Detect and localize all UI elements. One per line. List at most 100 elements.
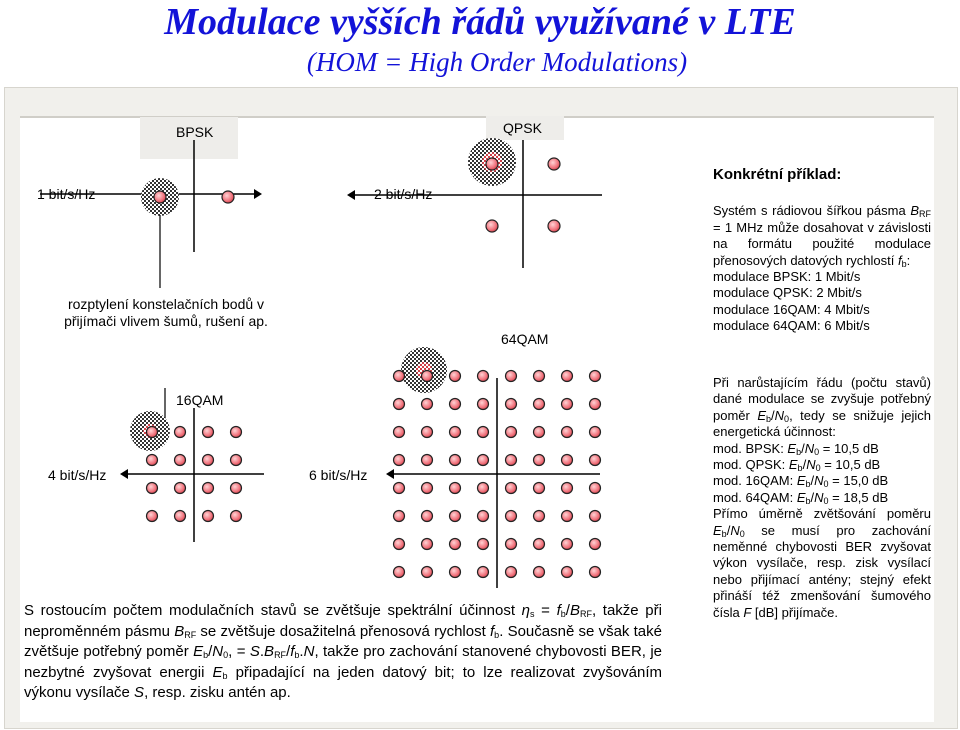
qam64-point bbox=[420, 509, 434, 523]
content-area bbox=[20, 118, 934, 722]
qam64-point bbox=[420, 565, 434, 579]
qam16-rate: 4 bit/s/Hz bbox=[48, 467, 107, 483]
qpsk-point bbox=[485, 157, 499, 171]
qam64-point bbox=[420, 453, 434, 467]
noise-note-line1: rozptylení konstelačních bodů v bbox=[67, 296, 265, 312]
qam64-point bbox=[392, 453, 406, 467]
qam64-point bbox=[560, 453, 574, 467]
qam16-point bbox=[229, 509, 243, 523]
rate-bpsk: modulace BPSK: 1 Mbit/s bbox=[713, 269, 861, 285]
rate-16qam: modulace 16QAM: 4 Mbit/s bbox=[713, 301, 870, 317]
qam16-point bbox=[201, 453, 215, 467]
qpsk-point bbox=[485, 219, 499, 233]
panel-top-shadow bbox=[20, 116, 934, 118]
example-box: Konkrétní příklad: Systém s rádiovou šíř… bbox=[713, 166, 931, 335]
qam64-point bbox=[560, 397, 574, 411]
qam64-point bbox=[392, 481, 406, 495]
bpsk-point bbox=[153, 190, 167, 204]
qam64-point bbox=[448, 369, 462, 383]
ebn0-bpsk: mod. BPSK: Eb/N0 = 10,5 dB bbox=[713, 440, 879, 457]
qam16-point bbox=[145, 509, 159, 523]
qam64-point bbox=[392, 509, 406, 523]
qam64-point bbox=[504, 397, 518, 411]
qam64-point bbox=[532, 565, 546, 579]
example-text: Systém s rádiovou šířkou pásma BRF = 1 M… bbox=[713, 203, 931, 269]
qam64-rate: 6 bit/s/Hz bbox=[309, 467, 368, 483]
qam64-point bbox=[532, 369, 546, 383]
qam64-point bbox=[532, 453, 546, 467]
rate-qpsk: modulace QPSK: 2 Mbit/s bbox=[713, 285, 862, 301]
energy-intro: Při narůstajícím řádu (počtu stavů) dané… bbox=[713, 375, 932, 440]
qam16-axis-arrow bbox=[120, 469, 128, 479]
qam16-point bbox=[229, 481, 243, 495]
qam64-point bbox=[392, 397, 406, 411]
qam64-point bbox=[504, 369, 518, 383]
qam16-point bbox=[229, 425, 243, 439]
qam64-point bbox=[476, 397, 490, 411]
qam64-point bbox=[476, 481, 490, 495]
qpsk-rate: 2 bit/s/Hz bbox=[374, 186, 433, 202]
qam64-point bbox=[420, 425, 434, 439]
ebn0-qpsk: mod. QPSK: Eb/N0 = 10,5 dB bbox=[713, 457, 881, 474]
qam64-point bbox=[476, 425, 490, 439]
qam16-point bbox=[201, 509, 215, 523]
qam64-point bbox=[560, 537, 574, 551]
qam64-point bbox=[504, 509, 518, 523]
bpsk-label: BPSK bbox=[176, 124, 214, 140]
qam16-point bbox=[173, 425, 187, 439]
qam64-point bbox=[392, 369, 406, 383]
qam64-point bbox=[588, 509, 602, 523]
qam64-point bbox=[476, 369, 490, 383]
qam64-axis-arrow bbox=[386, 469, 394, 479]
energy-conclusion: Přímo úměrně zvětšování poměru Eb/N0 se … bbox=[713, 506, 931, 620]
qam16-point bbox=[145, 481, 159, 495]
bpsk-point bbox=[221, 190, 235, 204]
qpsk-axis-arrow bbox=[347, 190, 355, 200]
ebn0-16qam: mod. 16QAM: Eb/N0 = 15,0 dB bbox=[713, 473, 889, 490]
qam16-point bbox=[173, 453, 187, 467]
qam64-point bbox=[392, 565, 406, 579]
qam64-point bbox=[588, 537, 602, 551]
qam64-point bbox=[448, 453, 462, 467]
qam64-point bbox=[560, 509, 574, 523]
page-subtitle: (HOM = High Order Modulations) bbox=[306, 47, 688, 77]
qam64-point bbox=[420, 397, 434, 411]
qam64-point bbox=[448, 425, 462, 439]
qpsk-point bbox=[547, 219, 561, 233]
noise-note: rozptylení konstelačních bodů v přijímač… bbox=[52, 296, 280, 330]
qam64-point bbox=[560, 369, 574, 383]
bpsk-rate: 1 bit/s/Hz bbox=[37, 186, 96, 202]
qam16-point bbox=[229, 453, 243, 467]
qam16-point bbox=[145, 453, 159, 467]
qam64-point bbox=[504, 537, 518, 551]
qam64-point bbox=[504, 425, 518, 439]
qam64-point bbox=[420, 537, 434, 551]
qpsk-point bbox=[547, 157, 561, 171]
qam16-point bbox=[173, 509, 187, 523]
qam64-point bbox=[588, 397, 602, 411]
qam16-point bbox=[201, 481, 215, 495]
eta-symbol: η bbox=[521, 602, 530, 619]
bottom-paragraph: S rostoucím počtem modulačních stavů se … bbox=[24, 602, 663, 701]
page-title: Modulace vyšších řádů využívané v LTE bbox=[164, 1, 796, 43]
noise-note-line2: přijímači vlivem šumů, rušení ap. bbox=[64, 313, 268, 329]
qam64-point bbox=[476, 509, 490, 523]
bpsk-label-bg bbox=[140, 117, 238, 159]
qam64-point bbox=[560, 425, 574, 439]
qam64-point bbox=[532, 509, 546, 523]
qam64-point bbox=[588, 481, 602, 495]
qam64-point bbox=[532, 397, 546, 411]
qam64-point bbox=[560, 565, 574, 579]
qpsk-label-bg bbox=[486, 116, 564, 140]
qam64-point bbox=[448, 481, 462, 495]
example-heading: Konkrétní příklad: bbox=[713, 166, 842, 183]
qam64-point bbox=[588, 453, 602, 467]
qam64-point bbox=[448, 565, 462, 579]
bpsk-axis-arrow bbox=[254, 189, 262, 199]
qam64-point bbox=[588, 369, 602, 383]
qam64-point bbox=[504, 481, 518, 495]
rate-64qam: modulace 64QAM: 6 Mbit/s bbox=[713, 318, 870, 334]
qam64-point bbox=[560, 481, 574, 495]
qam64-point bbox=[448, 509, 462, 523]
